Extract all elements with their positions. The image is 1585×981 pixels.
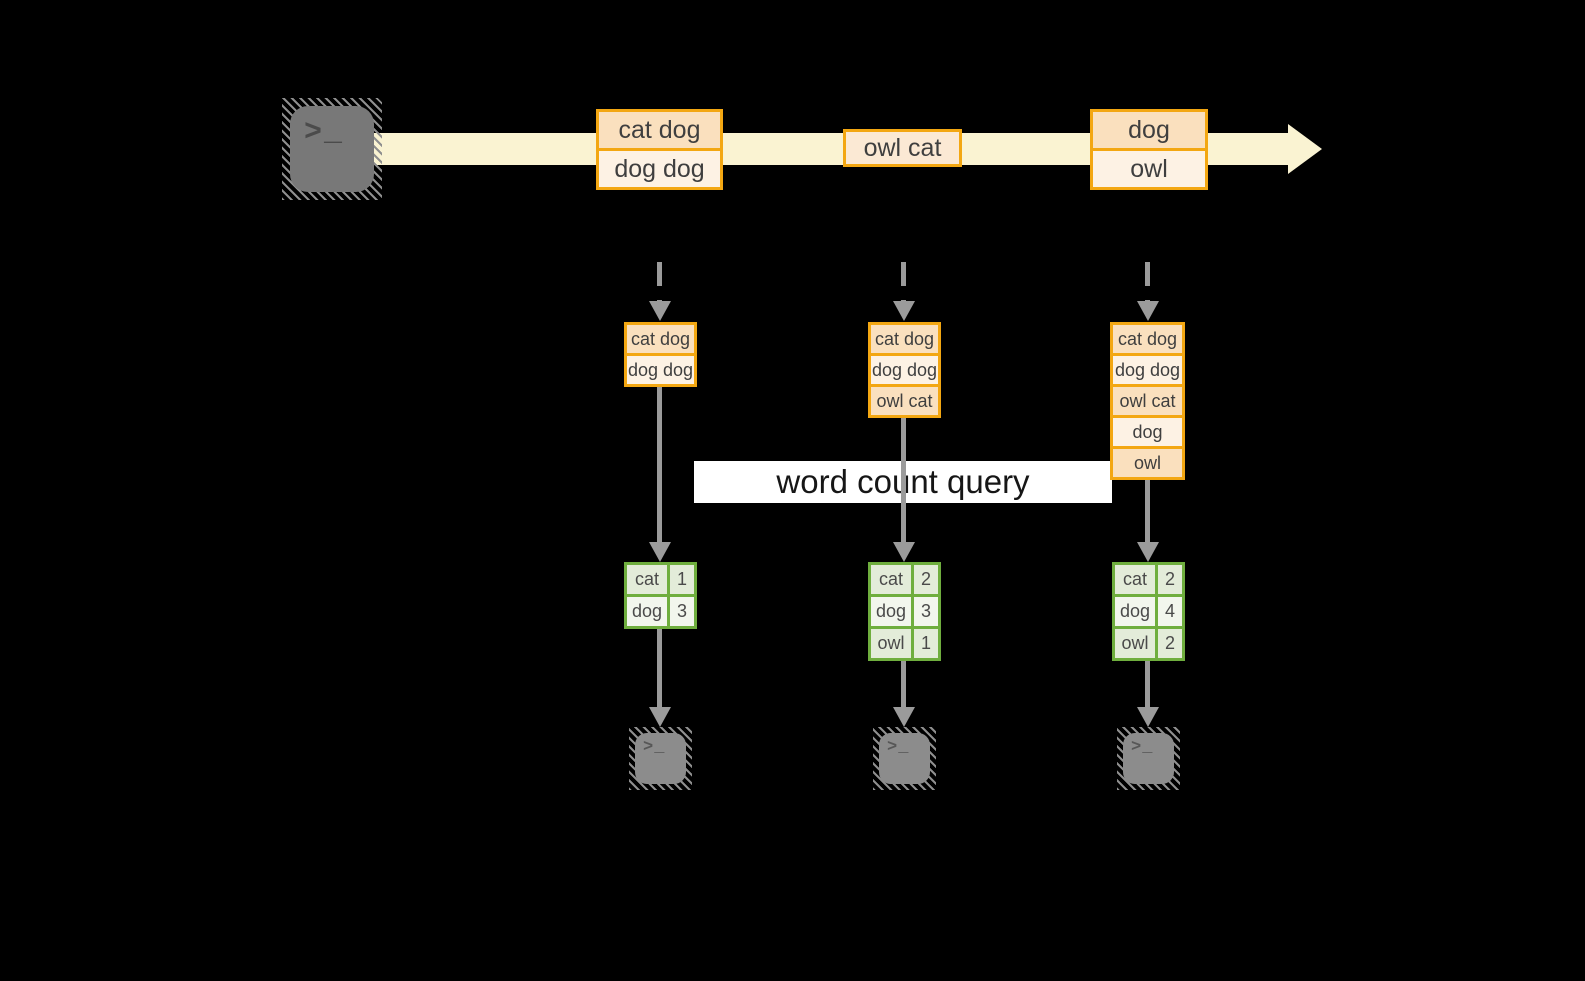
terminal-prompt-icon: >_ [643,738,666,757]
output-arrow [1145,661,1150,707]
stream-event-box: dog owl [1090,109,1208,190]
consumer-terminal-icon: >_ [873,727,936,790]
word-count-table: cat 2 dog 3 owl 1 [868,562,941,661]
output-arrow [901,661,906,707]
connector-arrow [1145,480,1150,542]
stream-event-box: cat dog dog dog [596,109,723,190]
table-count-cell: 4 [1158,597,1182,626]
event-log-box: cat dog dog dog [624,322,697,387]
table-count-cell: 1 [670,565,694,594]
stream-event-line: cat dog [599,112,720,148]
consumer-terminal-icon: >_ [629,727,692,790]
stream-event-line: owl cat [846,132,959,164]
table-word-cell: cat [627,565,667,594]
stream-event-line: dog [1093,112,1205,148]
table-count-cell: 3 [914,597,938,626]
ingest-arrow [657,262,662,302]
output-arrowhead-icon [649,707,671,727]
terminal-screen: >_ [1123,733,1174,784]
table-word-cell: owl [871,629,911,658]
connector-arrowhead-icon [1137,542,1159,562]
event-log-box: cat dog dog dog owl cat dog owl [1110,322,1185,480]
table-word-cell: cat [871,565,911,594]
terminal-prompt-icon: >_ [1131,738,1154,757]
log-cell: owl cat [871,387,938,415]
log-cell: dog dog [1113,356,1182,384]
table-word-cell: owl [1115,629,1155,658]
connector-arrow [657,387,662,542]
terminal-prompt-icon: >_ [304,116,345,150]
connector-arrow [901,418,906,542]
ingest-arrowhead-icon [649,301,671,321]
output-arrowhead-icon [893,707,915,727]
ingest-arrow [901,262,906,302]
log-cell: dog [1113,418,1182,446]
table-count-cell: 3 [670,597,694,626]
terminal-screen: >_ [290,106,374,192]
output-arrow [657,629,662,707]
table-count-cell: 2 [1158,629,1182,658]
table-count-cell: 1 [914,629,938,658]
output-arrowhead-icon [1137,707,1159,727]
ingest-arrowhead-icon [1137,301,1159,321]
ingest-arrow [1145,262,1150,302]
stream-event-box: owl cat [843,129,962,167]
table-count-cell: 2 [1158,565,1182,594]
source-terminal-icon: >_ [282,98,382,200]
log-cell: cat dog [871,325,938,353]
log-cell: owl [1113,449,1182,477]
word-count-table: cat 1 dog 3 [624,562,697,629]
stream-event-line: dog dog [599,151,720,187]
consumer-terminal-icon: >_ [1117,727,1180,790]
log-cell: dog dog [627,356,694,384]
terminal-screen: >_ [879,733,930,784]
table-word-cell: dog [871,597,911,626]
table-word-cell: dog [627,597,667,626]
log-cell: owl cat [1113,387,1182,415]
word-count-table: cat 2 dog 4 owl 2 [1112,562,1185,661]
table-count-cell: 2 [914,565,938,594]
connector-arrowhead-icon [893,542,915,562]
log-cell: cat dog [627,325,694,353]
table-word-cell: cat [1115,565,1155,594]
stream-arrowhead-icon [1288,124,1322,174]
terminal-screen: >_ [635,733,686,784]
terminal-prompt-icon: >_ [887,738,910,757]
stream-event-line: owl [1093,151,1205,187]
event-log-box: cat dog dog dog owl cat [868,322,941,418]
table-word-cell: dog [1115,597,1155,626]
ingest-arrowhead-icon [893,301,915,321]
log-cell: cat dog [1113,325,1182,353]
log-cell: dog dog [871,356,938,384]
connector-arrowhead-icon [649,542,671,562]
